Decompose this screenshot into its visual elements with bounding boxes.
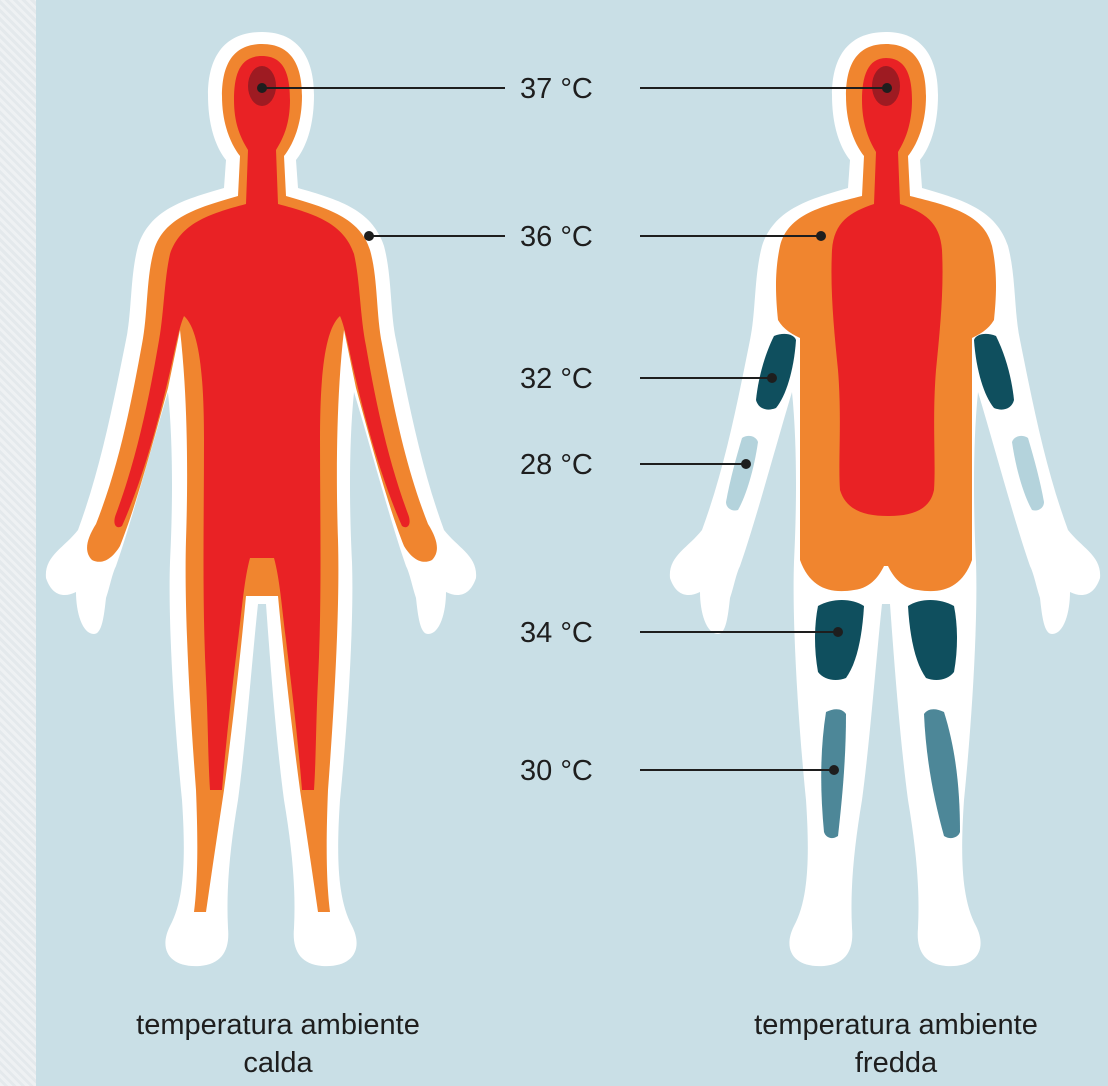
label-30: 30 °C [520,755,593,787]
dot-32 [767,373,777,383]
body-cold [670,32,1100,966]
caption-warm-line2: calda [68,1044,488,1082]
caption-warm: temperatura ambiente calda [68,1006,488,1082]
leader-lines [262,88,887,770]
label-34: 34 °C [520,617,593,649]
temperature-labels: 37 °C 36 °C 32 °C 28 °C 34 °C 30 °C [520,73,593,787]
caption-warm-line1: temperatura ambiente [68,1006,488,1044]
dot-37-left [257,83,267,93]
dot-36-right [816,231,826,241]
label-36: 36 °C [520,221,593,253]
body-warm [46,32,476,966]
dot-34 [833,627,843,637]
label-28: 28 °C [520,449,593,481]
dot-30 [829,765,839,775]
caption-cold-line2: fredda [686,1044,1106,1082]
dot-28 [741,459,751,469]
dot-37-right [882,83,892,93]
label-32: 32 °C [520,363,593,395]
dot-36-left [364,231,374,241]
caption-cold: temperatura ambiente fredda [686,1006,1106,1082]
caption-cold-line1: temperatura ambiente [686,1006,1106,1044]
label-37: 37 °C [520,73,593,105]
